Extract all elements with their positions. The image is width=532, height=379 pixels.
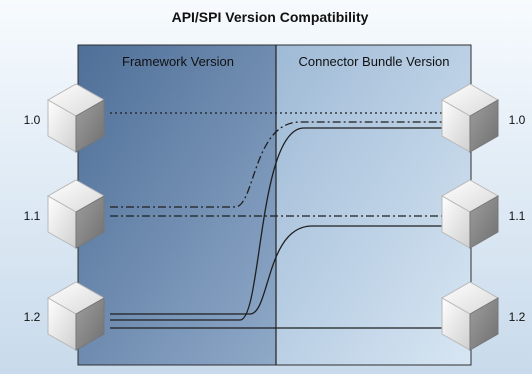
right-version-label: 1.2 <box>509 310 526 324</box>
cube-right-face <box>75 297 105 351</box>
connector-header: Connector Bundle Version <box>298 54 449 69</box>
line-1-1-to-1-0 <box>110 121 444 208</box>
cube-right-face <box>75 99 105 153</box>
compatibility-lines <box>110 112 444 329</box>
cube-right-face <box>469 195 499 249</box>
framework-header: Framework Version <box>122 54 234 69</box>
cube-right-face <box>469 297 499 351</box>
line-1-2-to-1-0 <box>110 127 444 321</box>
line-1-2-to-1-1 <box>110 225 444 315</box>
left-version-label: 1.2 <box>24 310 41 324</box>
left-cube-1-2 <box>46 281 106 351</box>
connector-panel <box>275 44 472 366</box>
right-version-label: 1.0 <box>509 113 526 127</box>
cube-right-face <box>75 195 105 249</box>
left-cube-1-0 <box>46 83 106 153</box>
right-cube-1-1 <box>440 179 500 249</box>
left-version-label: 1.0 <box>24 113 41 127</box>
left-cube-1-1 <box>46 179 106 249</box>
right-cube-1-0 <box>440 83 500 153</box>
cube-right-face <box>469 99 499 153</box>
left-version-label: 1.1 <box>24 209 41 223</box>
diagram-title: API/SPI Version Compatibility <box>172 9 369 25</box>
right-cube-1-2 <box>440 281 500 351</box>
framework-panel <box>77 44 277 366</box>
right-version-label: 1.1 <box>509 209 526 223</box>
